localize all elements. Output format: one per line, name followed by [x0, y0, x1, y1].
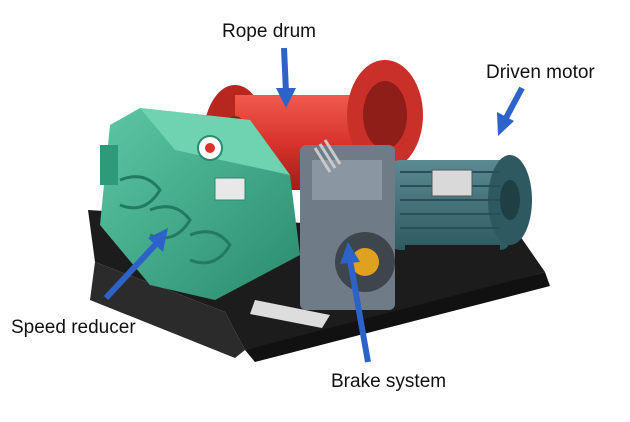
arrow-driven-motor	[497, 86, 525, 136]
driven-motor	[390, 155, 532, 263]
arrow-speed-reducer	[103, 228, 168, 301]
label-driven-motor: Driven motor	[486, 62, 595, 83]
label-speed-reducer: Speed reducer	[11, 317, 136, 338]
label-rope-drum: Rope drum	[222, 21, 316, 42]
brake-system	[300, 139, 395, 310]
arrow-rope-drum	[276, 47, 296, 108]
arrow-brake-system	[340, 242, 371, 363]
label-brake-system: Brake system	[331, 371, 447, 392]
